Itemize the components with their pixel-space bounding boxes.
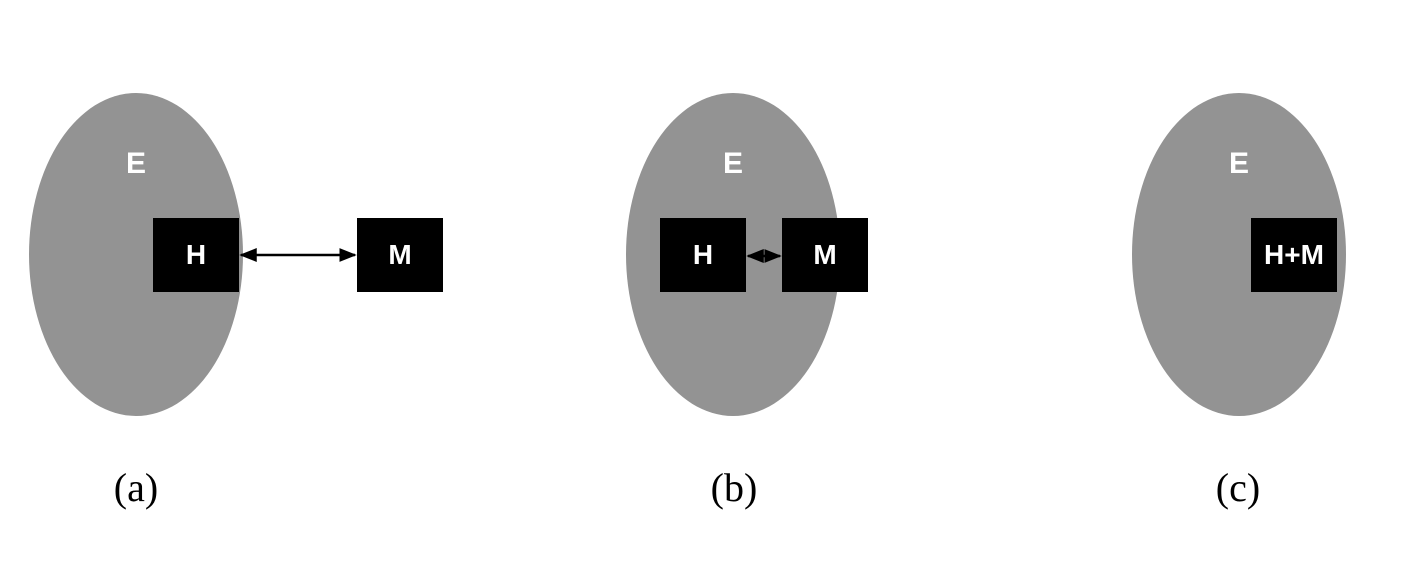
m-box-a: M [357,218,443,292]
hm-box-c: H+M [1251,218,1337,292]
environment-label-b: E [722,147,743,180]
environment-label-a: E [125,147,146,180]
caption-c: (c) [1215,465,1261,510]
m-box-b: M [782,218,868,292]
h-box-b: H [660,218,746,292]
caption-b: (b) [710,465,758,510]
environment-label-c: E [1228,147,1249,180]
caption-a: (a) [113,465,159,510]
h-box-a: H [153,218,239,292]
